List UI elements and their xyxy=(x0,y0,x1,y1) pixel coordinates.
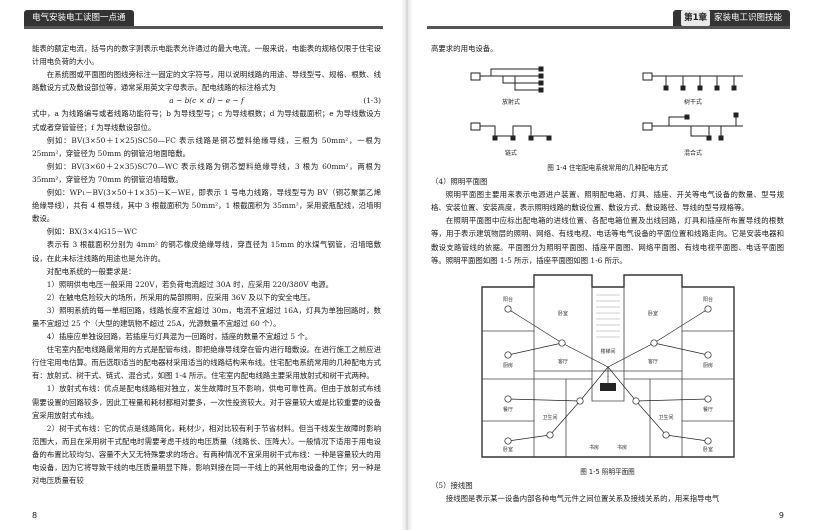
right-page-number: 9 xyxy=(778,511,784,520)
svg-text:卧室: 卧室 xyxy=(502,446,512,453)
paragraph: 表示有 3 根截面积分别为 4mm² 的铜芯橡皮绝缘导线，穿直径为 15mm 的… xyxy=(32,240,381,263)
svg-text:书房: 书房 xyxy=(588,444,598,451)
svg-text:阳台: 阳台 xyxy=(502,296,512,303)
chapter-badge: 第1章 xyxy=(681,10,710,26)
svg-text:餐厅: 餐厅 xyxy=(502,406,512,413)
figure-1-4-caption: 图 1-4 住宅配电系统常用的几种配电方式 xyxy=(547,164,668,173)
right-header-title: 第1章家装电工识图技能 xyxy=(673,10,790,26)
label-trunk: 树干式 xyxy=(684,98,702,106)
paragraph: 住宅室内配电线路最常用的方式是配管布线，即把绝缘导线穿在管内进行暗敷设。在进行施… xyxy=(32,345,381,381)
paragraph: 接线图是表示某一设备内部各种电气元件之间位置关系及接线关系的，用来指导电气 xyxy=(445,493,720,503)
left-running-header: 电气安装电工读图一点通 xyxy=(24,10,383,30)
right-page: 第1章家装电工识图技能 高要求的用电设备。 xyxy=(407,0,814,530)
figure-1-4: 放射式 树干式 链式 混合式 图 1-4 住宅配电系统常用的几种配电方式 xyxy=(431,59,784,173)
paragraph: 3）照明系统的每一单相回路，线路长度不宜超过 30m，电流不宜超过 16A，灯具… xyxy=(32,305,381,328)
chain-diagram xyxy=(470,122,552,141)
left-header-title: 电气安装电工读图一点通 xyxy=(24,10,134,26)
svg-text:厨房: 厨房 xyxy=(702,362,712,369)
paragraph: 在系统图或平面图的图线旁标注一固定的文字符号，用以说明线路的用途、导线型号、规格… xyxy=(32,70,381,93)
mixed-diagram xyxy=(642,112,743,141)
figure-1-5-caption: 图 1-5 照明平面图 xyxy=(580,467,635,476)
paragraph: 高要求的用电设备。 xyxy=(431,44,498,53)
distribution-box xyxy=(599,382,616,391)
label-chain: 链式 xyxy=(505,149,517,157)
paragraph: 2）在触电危险较大的场所，所采用的局部照明，应采用 36V 及以下的安全电压。 xyxy=(46,292,315,302)
svg-text:卫生间: 卫生间 xyxy=(658,414,673,421)
svg-text:客厅: 客厅 xyxy=(557,358,567,365)
left-page-number: 8 xyxy=(32,511,38,520)
paragraph: 2）树干式布线：它的优点是线路简化，耗材少，相对比较有利于节省材料。但当干线发生… xyxy=(32,423,381,486)
svg-text:客厅: 客厅 xyxy=(647,358,657,365)
paragraph: 照明平面图主要用来表示电源进户装置、照明配电箱、灯具、插座、开关等电气设备的数量… xyxy=(431,190,784,213)
left-body-text: 能表的额定电流，括号内的数字则表示电能表允许通过的最大电流。一般来说，电能表的规… xyxy=(32,42,381,487)
svg-text:阳台: 阳台 xyxy=(702,296,712,303)
left-header-rule xyxy=(24,26,383,29)
trunk-diagram xyxy=(642,72,743,91)
label-radial: 放射式 xyxy=(502,98,520,106)
paragraph: 例如：BX(3×4)G15－WC xyxy=(46,227,137,237)
svg-text:餐厅: 餐厅 xyxy=(702,406,712,413)
svg-text:卧室: 卧室 xyxy=(647,310,657,317)
paragraph: 1）放射式布线：优点是配电线路相对独立，发生故障时互不影响，供电可靠性高。但由于… xyxy=(32,384,381,420)
paragraph: 在照明平面图中应标出配电箱的进线位置、各配电箱位置及出线回路，灯具和插座所布置导… xyxy=(431,216,784,265)
wiring-modes-diagram: 放射式 树干式 链式 混合式 xyxy=(470,66,743,157)
paragraph: 能表的额定电流，括号内的数字则表示电能表允许通过的最大电流。一般来说，电能表的规… xyxy=(32,44,381,67)
left-page: 电气安装电工读图一点通 能表的额定电流，括号内的数字则表示电能表允许通过的最大电… xyxy=(24,10,383,520)
right-header-rule xyxy=(427,26,790,29)
svg-text:书房: 书房 xyxy=(616,444,626,451)
svg-text:厨房: 厨房 xyxy=(502,362,512,369)
formula-expression: a − b(c × d) − e − f xyxy=(169,96,244,106)
chapter-title: 家装电工识图技能 xyxy=(713,13,782,23)
paragraph: 1）照明供电电压一般采用 220V，若负荷电流超过 30A 时，应采用 220/… xyxy=(46,279,334,289)
paragraph: 例如：BV(3×50＋1×25)SC50—FC 表示线路是铜芯塑料绝缘导线，三根… xyxy=(32,135,381,158)
right-running-header: 第1章家装电工识图技能 xyxy=(427,10,790,30)
paragraph: 例如：BV(3×60＋2×35)SC70—WC 表示线路为铜芯塑料绝缘导线，3 … xyxy=(32,161,381,184)
svg-text:卫生间: 卫生间 xyxy=(542,414,557,421)
radial-diagram xyxy=(470,66,544,93)
label-mixed: 混合式 xyxy=(684,149,702,157)
section-heading: （4）照明平面图 xyxy=(431,177,488,187)
lighting-floor-plan: 阳台 阳台 卧室 卧室 楼梯间 厨房 厨房 客厅 客厅 餐厅 餐厅 卫生间 卫生… xyxy=(480,274,735,458)
book-gutter xyxy=(401,0,413,530)
svg-text:卧室: 卧室 xyxy=(702,446,712,453)
svg-text:楼梯间: 楼梯间 xyxy=(600,348,615,355)
formula-number: (1-3) xyxy=(363,96,381,106)
svg-text:卧室: 卧室 xyxy=(557,310,567,317)
right-body-text: 高要求的用电设备。 xyxy=(431,42,784,505)
paragraph: 对配电系统的一般要求是： xyxy=(46,266,136,276)
paragraph: 4）插座应单独设回路，若插座与灯具混为一回路时，插座的数量不宜超过 5 个。 xyxy=(46,332,313,342)
section-heading: （5）接线图 xyxy=(431,480,473,490)
paragraph: 式中，a 为线路编号或者线路功能符号；b 为导线型号；c 为导线根数；d 为导线… xyxy=(32,109,381,132)
formula-1-3: a − b(c × d) − e − f (1-3) xyxy=(32,94,381,107)
figure-1-5: 阳台 阳台 卧室 卧室 楼梯间 厨房 厨房 客厅 客厅 餐厅 餐厅 卫生间 卫生… xyxy=(431,271,784,477)
paragraph: 例如：WP₁－BV(3×50＋1×35)－K－WE，即表示 1 号电力线路，导线… xyxy=(32,188,381,224)
